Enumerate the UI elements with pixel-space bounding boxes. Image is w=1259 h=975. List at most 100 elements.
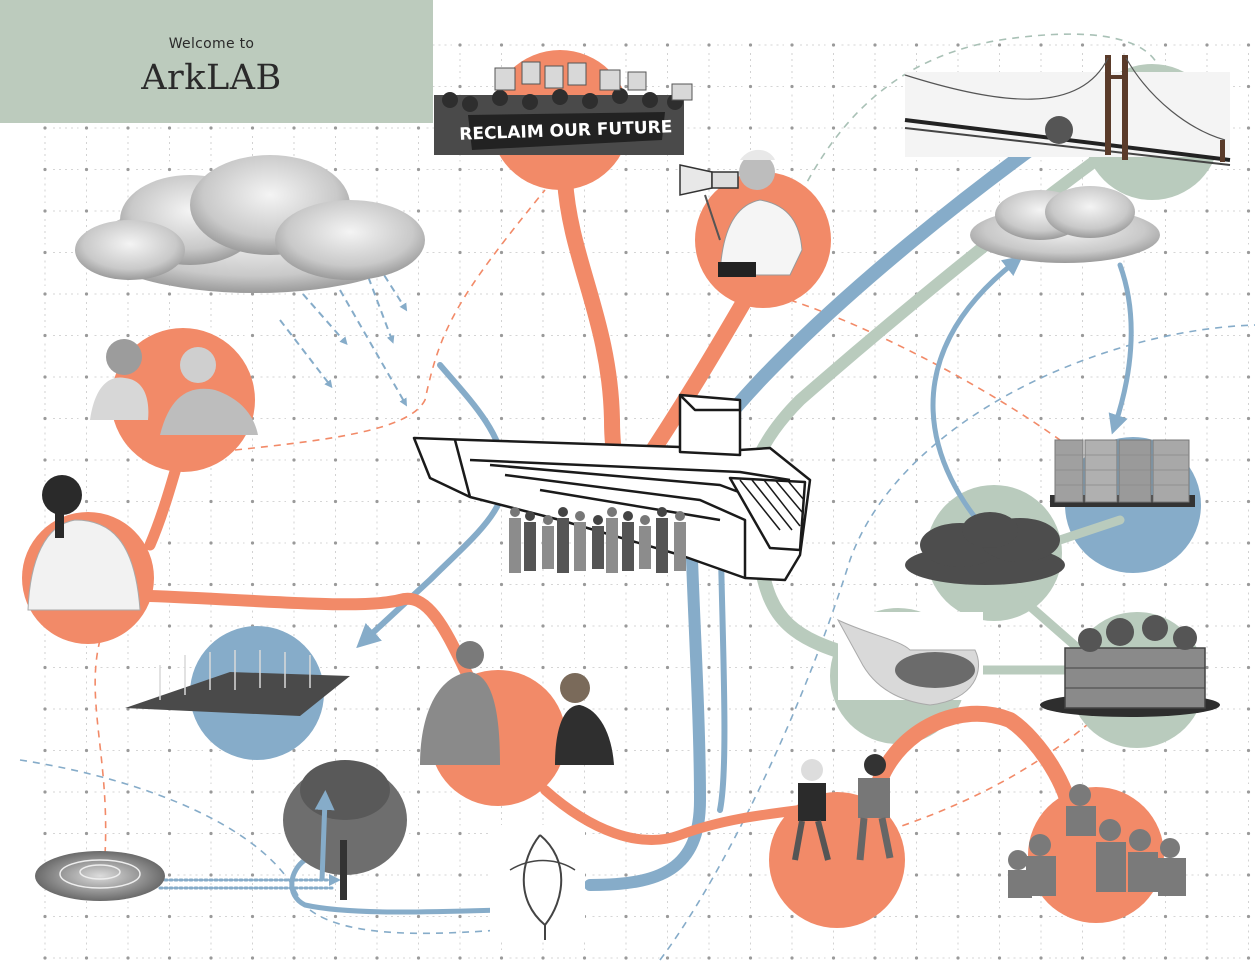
grid-dot	[624, 209, 628, 213]
grid-dot	[665, 665, 670, 670]
grid-dot	[126, 956, 130, 960]
grid-dot	[1205, 250, 1209, 255]
grid-dot	[1205, 748, 1209, 753]
grid-dot	[167, 831, 172, 836]
grid-dot	[914, 250, 919, 255]
grid-dot	[1039, 499, 1043, 504]
grid-dot	[126, 707, 130, 711]
grid-dot	[333, 333, 338, 338]
grid-dot	[333, 748, 338, 753]
grid-dot	[43, 790, 47, 794]
grid-dot	[914, 43, 919, 47]
grid-dot	[997, 956, 1002, 960]
grid-dot	[914, 167, 919, 172]
grid-dot	[458, 209, 462, 213]
grid-dot	[416, 831, 421, 836]
grid-dot	[499, 541, 504, 545]
grid-dot	[831, 499, 836, 504]
grid-dot	[292, 126, 296, 130]
grid-dot	[84, 126, 89, 130]
grid-dot	[375, 873, 379, 877]
grid-dot	[1039, 416, 1043, 421]
crowd-person-body	[592, 526, 604, 569]
grid-dot	[416, 458, 421, 462]
grid-dot	[790, 956, 794, 960]
grid-dot	[84, 458, 89, 462]
grid-dot	[1080, 748, 1085, 753]
grid-dot	[250, 914, 255, 919]
grid-dot	[1080, 292, 1085, 296]
grid-dot	[250, 333, 255, 338]
grid-dot	[375, 707, 379, 711]
grid-dot	[1080, 624, 1085, 628]
grid-dot	[956, 748, 960, 753]
grid-dot	[914, 831, 919, 836]
grid-dot	[997, 416, 1002, 421]
grid-dot	[956, 43, 960, 47]
grid-dot	[43, 956, 47, 960]
willow-tree-icon	[283, 760, 407, 900]
grid-dot	[873, 582, 877, 587]
grid-dot	[250, 499, 255, 504]
grid-dot	[333, 665, 338, 670]
grid-dot	[707, 582, 711, 587]
grid-dot	[914, 375, 919, 379]
grid-dot	[1205, 416, 1209, 421]
grid-dot	[250, 375, 255, 379]
grid-dot	[416, 416, 421, 421]
grid-dot	[1205, 831, 1209, 836]
grid-dot	[665, 790, 670, 794]
suspension-bridge-icon	[904, 55, 1231, 166]
grid-dot	[624, 375, 628, 379]
grid-dot	[333, 582, 338, 587]
grid-dot	[209, 873, 213, 877]
grid-dot	[1246, 250, 1251, 255]
grid-dot	[375, 167, 379, 172]
grid-dot	[416, 582, 421, 587]
grid-dot	[541, 416, 545, 421]
grid-dot	[458, 499, 462, 504]
grid-dot	[1039, 790, 1043, 794]
crowd-person-body	[639, 526, 651, 569]
grid-dot	[1205, 790, 1209, 794]
grid-dot	[250, 831, 255, 836]
grid-dot	[582, 665, 587, 670]
grid-dot	[43, 333, 47, 338]
grid-dot	[209, 499, 213, 504]
grid-dot	[84, 914, 89, 919]
grid-dot	[873, 43, 877, 47]
grid-dot	[790, 582, 794, 587]
grid-dot	[1163, 43, 1168, 47]
grid-dot	[499, 333, 504, 338]
grid-dot	[126, 458, 130, 462]
grid-dot	[209, 126, 213, 130]
grid-dot	[126, 292, 130, 296]
grid-dot	[1246, 707, 1251, 711]
grid-dot	[250, 790, 255, 794]
grid-dot	[665, 914, 670, 919]
grid-dot	[541, 292, 545, 296]
welcome-subtitle: Welcome to	[168, 36, 255, 52]
grid-dot	[1039, 167, 1043, 172]
grid-dot	[997, 873, 1002, 877]
grid-dot	[914, 748, 919, 753]
grid-dot	[499, 956, 504, 960]
grid-dot	[997, 790, 1002, 794]
grid-dot	[1163, 831, 1168, 836]
grid-dot	[250, 541, 255, 545]
grid-dot	[1246, 914, 1251, 919]
grid-dot	[665, 84, 670, 89]
grid-dot	[292, 416, 296, 421]
grid-dot	[707, 956, 711, 960]
grid-dot	[1246, 84, 1251, 89]
grid-dot	[582, 333, 587, 338]
grid-dot	[1163, 790, 1168, 794]
grid-dot	[458, 416, 462, 421]
grid-dot	[1205, 582, 1209, 587]
grid-dot	[831, 582, 836, 587]
grid-dot	[167, 624, 172, 628]
grid-dot	[499, 43, 504, 47]
children-running-icon	[792, 754, 894, 861]
grid-dot	[831, 167, 836, 172]
grid-dot	[831, 209, 836, 213]
